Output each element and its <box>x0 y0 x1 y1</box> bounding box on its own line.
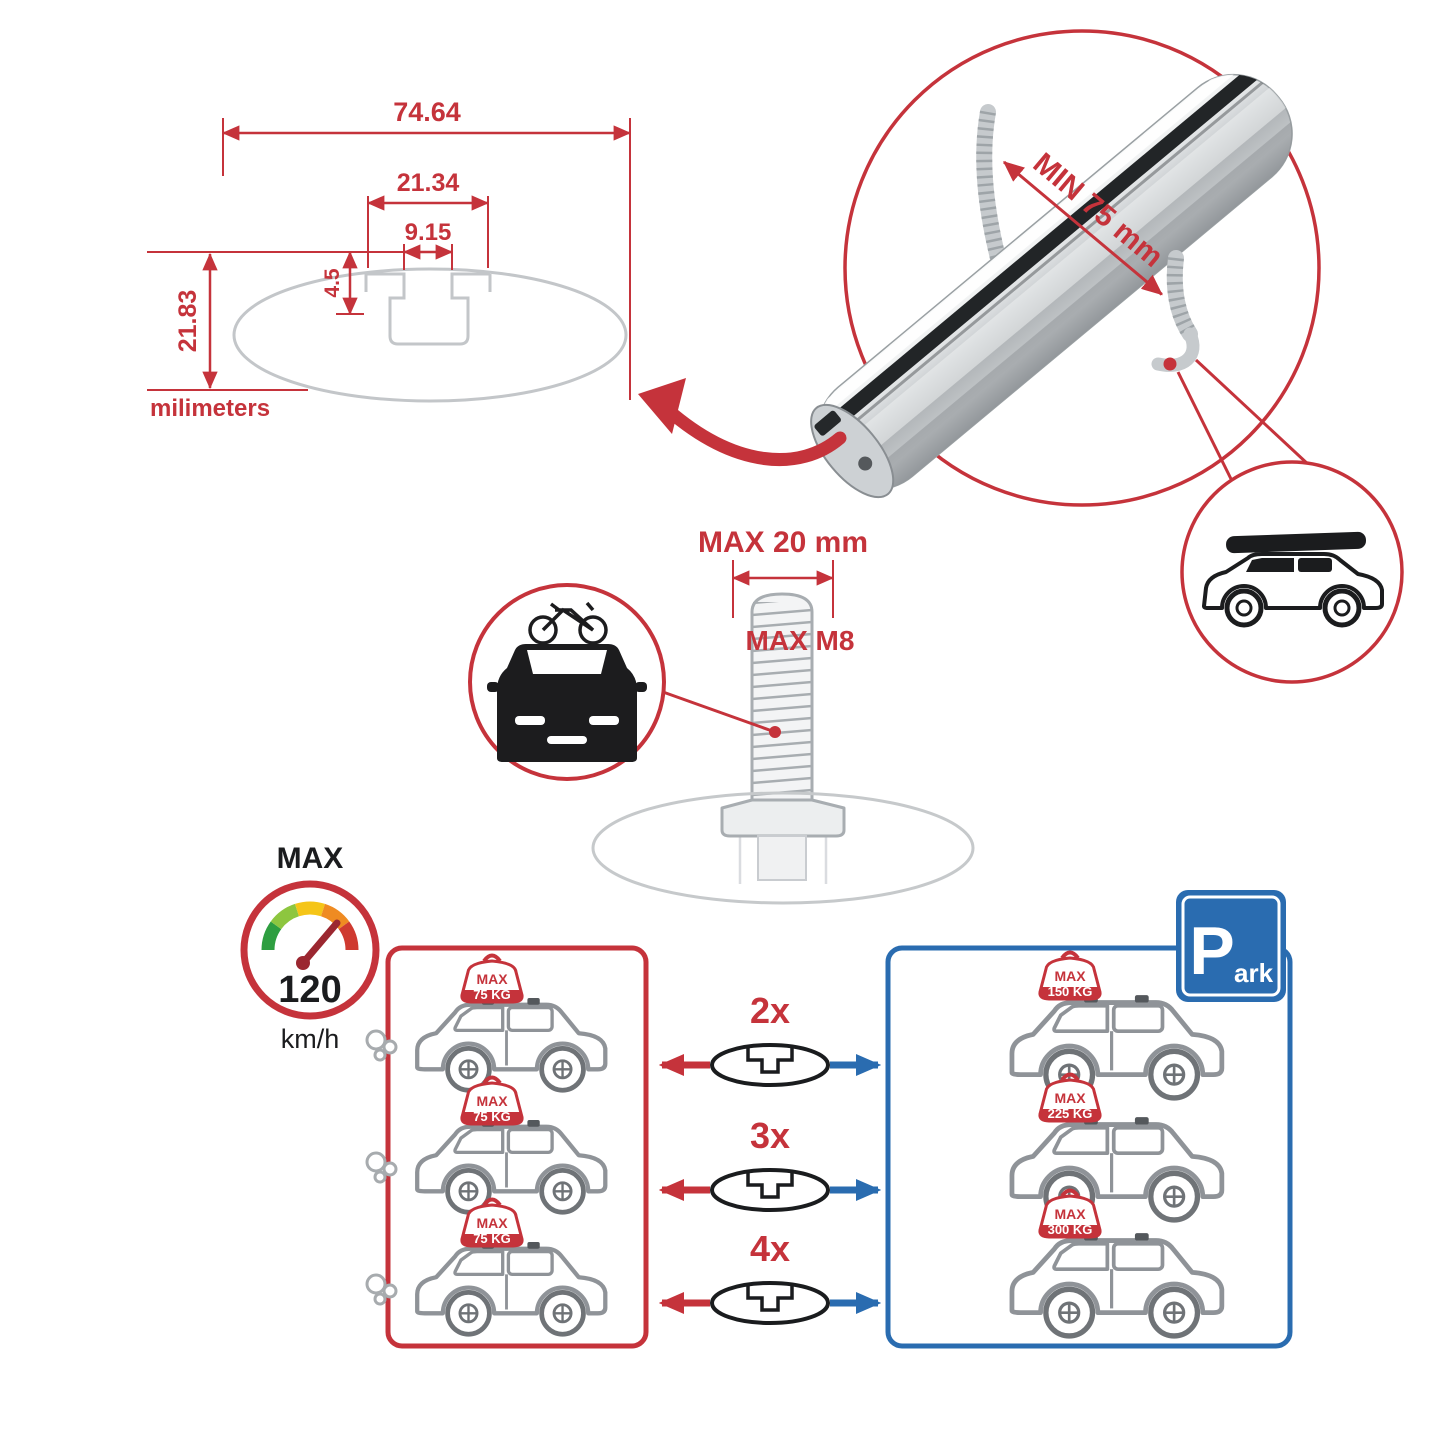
cargo-weight-value: 75 KG <box>473 987 511 1002</box>
cargo-max-label: MAX <box>476 971 508 987</box>
red-capacity-box: MAX 75 KG MAX 75 KG MAX 75 KG <box>365 945 649 1349</box>
speed-unit: km/h <box>281 1024 340 1054</box>
bike-frame <box>541 607 595 632</box>
multiplier-rows: 2x 3x 4x <box>658 990 882 1325</box>
leader-line <box>662 690 776 734</box>
max-thread-label: MAX M8 <box>746 625 855 656</box>
gauge-needle <box>299 919 341 967</box>
speedometer-group: MAX 120 km/h <box>240 842 380 1054</box>
bike-car-icon <box>487 601 647 762</box>
cargo-max-label: MAX <box>1054 968 1086 984</box>
max-length-label: MAX 20 mm <box>698 526 868 559</box>
leader-line <box>1176 371 1237 488</box>
leader-line <box>1194 358 1312 468</box>
gauge-pivot <box>296 956 310 970</box>
cargo-weight-value: 75 KG <box>473 1231 511 1246</box>
roofbox-car-icon <box>1202 531 1384 628</box>
cargo-weight-value: 150 KG <box>1048 984 1093 999</box>
bar-ellipse-icon <box>710 1168 830 1212</box>
park-sign: P ark <box>1176 890 1286 1002</box>
crossbar-render-group: MIN 75 mm <box>638 29 1404 684</box>
speed-value: 120 <box>278 969 341 1011</box>
multiplier-label: 3x <box>750 1115 790 1156</box>
threaded-hook-front-icon <box>976 104 1008 274</box>
speed-max-label: MAX <box>277 842 344 875</box>
dim-total-width-label: 74.64 <box>393 97 461 127</box>
bolt-base-ellipse <box>591 791 975 905</box>
cross-section-diagram: 74.64 21.34 9.15 4.5 21.83 milimeters <box>147 97 632 422</box>
bar-ellipse-icon <box>710 1043 830 1087</box>
bar-ellipse-icon <box>710 1281 830 1325</box>
cargo-weight-value: 300 KG <box>1048 1222 1093 1237</box>
dim-channel-width-label: 21.34 <box>397 169 460 197</box>
gauge-arc <box>261 901 359 951</box>
multiplier-label: 4x <box>750 1228 790 1269</box>
park-letter: P <box>1189 913 1234 989</box>
bolt-section: MAX 20 mm MAX M8 <box>468 526 975 905</box>
blue-capacity-box: MAX 150 KG MAX 225 KG MAX 300 KG <box>885 945 1293 1349</box>
pointer-arrow <box>638 378 847 467</box>
units-label: milimeters <box>150 395 270 422</box>
profile-walls <box>364 274 492 292</box>
hook-point-dot <box>1163 357 1177 371</box>
t-slot-profile <box>366 272 490 346</box>
cargo-weight-value: 75 KG <box>473 1109 511 1124</box>
cargo-max-label: MAX <box>476 1093 508 1109</box>
bolt-icon <box>720 592 846 881</box>
cargo-max-label: MAX <box>476 1215 508 1231</box>
cargo-weight-value: 225 KG <box>1048 1106 1093 1121</box>
cargo-max-label: MAX <box>1054 1206 1086 1222</box>
cargo-max-label: MAX <box>1054 1090 1086 1106</box>
dim-slot-width-label: 9.15 <box>405 219 452 246</box>
bolt-point-dot <box>769 726 781 738</box>
multiplier-label: 2x <box>750 990 790 1031</box>
dim-height-label: 21.83 <box>174 290 202 353</box>
park-suffix: ark <box>1234 958 1274 988</box>
min-spacing-arrow <box>1002 160 1163 296</box>
dim-lip-depth-label: 4.5 <box>321 268 344 298</box>
